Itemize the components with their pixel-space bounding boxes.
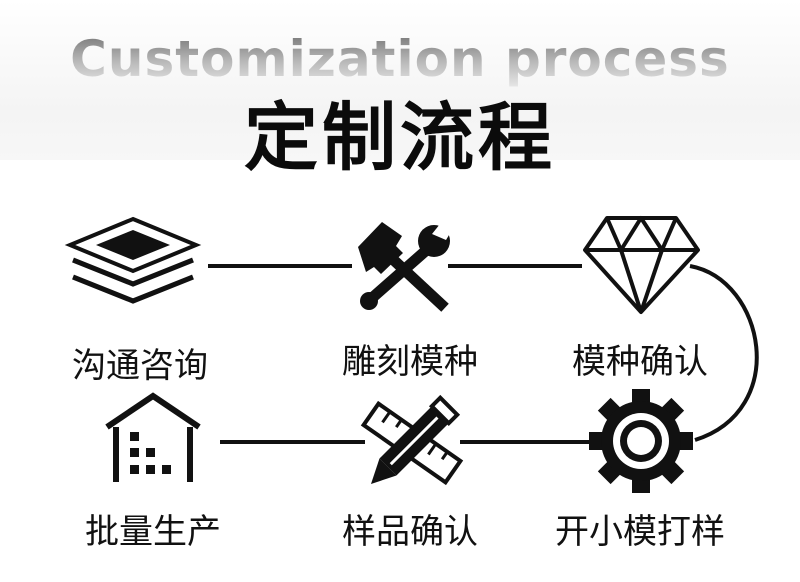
gear-icon xyxy=(589,389,693,493)
step-label-4: 开小模打样 xyxy=(555,512,725,552)
connector-3-4 xyxy=(689,264,759,442)
layers-icon xyxy=(64,216,202,304)
subtitle: Customization process xyxy=(0,30,800,88)
page-title: 定制流程 xyxy=(244,95,556,181)
pencil-ruler-icon xyxy=(360,394,464,486)
diamond-icon xyxy=(583,216,700,314)
step-label-3: 模种确认 xyxy=(572,342,708,382)
step-label-6: 批量生产 xyxy=(85,512,221,552)
hammer-wrench-icon xyxy=(358,220,458,312)
step-label-2: 雕刻模种 xyxy=(342,342,478,382)
factory-icon xyxy=(105,392,201,482)
step-label-5: 样品确认 xyxy=(342,512,478,552)
header-band xyxy=(0,0,800,160)
step-label-1: 沟通咨询 xyxy=(72,346,208,386)
